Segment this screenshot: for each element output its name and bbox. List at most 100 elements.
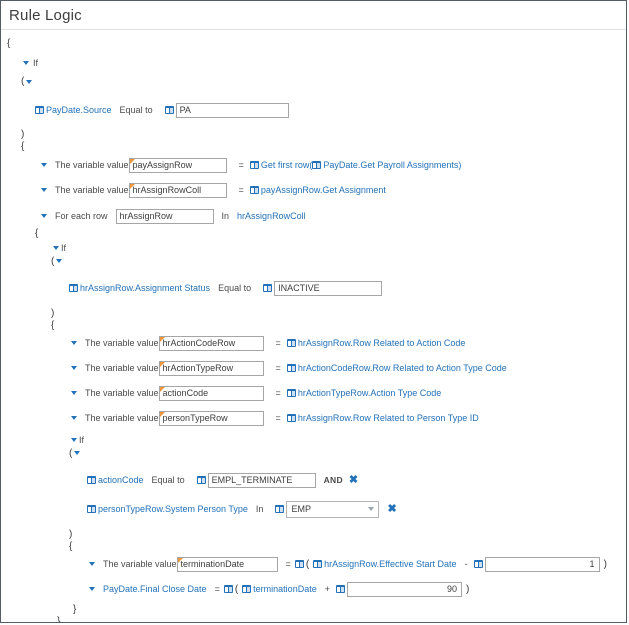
condition-value-input[interactable]: EMPL_TERMINATE	[207, 472, 316, 488]
assignment-row: The variable value actionCode = hrAction…	[1, 382, 626, 404]
operand-token[interactable]: terminationDate	[253, 584, 317, 594]
in-keyword: In	[221, 211, 230, 221]
assignment-row: The variable value hrActionTypeRow = hrA…	[1, 357, 626, 379]
expression-prefix[interactable]: Get first row(	[260, 160, 313, 170]
equals-sign: =	[238, 185, 244, 195]
loop-collection[interactable]: hrAssignRowColl	[237, 211, 306, 221]
operand-value-input[interactable]: 90	[346, 581, 462, 597]
condition-field[interactable]: personTypeRow.System Person Type	[98, 504, 248, 514]
close-paren: )	[603, 558, 607, 570]
token-icon	[294, 560, 304, 568]
collapse-caret-icon[interactable]	[89, 562, 95, 566]
condition-value-select[interactable]: EMP	[286, 500, 380, 518]
condition-value-input[interactable]: INACTIVE	[274, 280, 383, 296]
expression-suffix: )	[458, 160, 462, 170]
assignment-label: The variable value	[85, 338, 159, 348]
condition-operator[interactable]: Equal to	[119, 105, 153, 115]
assignment-variable-input[interactable]: hrActionTypeRow	[158, 360, 264, 376]
condition-group-caret-icon[interactable]	[26, 79, 33, 84]
operand-value-input[interactable]: 1	[484, 556, 600, 572]
equals-sign: =	[275, 413, 281, 423]
if-keyword: If	[33, 57, 39, 68]
condition-operator[interactable]: Equal to	[218, 283, 252, 293]
condition-value-input[interactable]: PA	[175, 102, 289, 118]
collapse-caret-icon[interactable]	[71, 341, 77, 345]
equals-sign: =	[275, 338, 281, 348]
token-icon	[69, 284, 78, 292]
condition-field[interactable]: actionCode	[98, 475, 144, 485]
token-icon	[312, 161, 322, 169]
expression-token[interactable]: hrActionTypeRow.Action Type Code	[297, 388, 442, 398]
expression-token[interactable]: PayDate.Get Payroll Assignments	[323, 160, 459, 170]
loop-row-variable-input[interactable]: hrAssignRow	[115, 208, 214, 224]
assignment-variable-input[interactable]: personTypeRow	[158, 410, 264, 426]
condition-group-caret-icon[interactable]	[74, 451, 81, 455]
collapse-caret-icon[interactable]	[71, 391, 77, 395]
condition-group-caret-icon[interactable]	[56, 259, 63, 263]
assignment-label: The variable value	[85, 388, 159, 398]
collapse-caret-icon[interactable]	[71, 437, 77, 442]
paren-open-inner: (	[1, 254, 626, 268]
close-paren: )	[465, 583, 470, 595]
panel-header: Rule Logic	[1, 1, 626, 30]
brace-open-root: {	[7, 37, 11, 49]
condition-field[interactable]: PayDate.Source	[46, 105, 112, 115]
brace-close-innermost-if: }	[73, 604, 77, 615]
collapse-caret-icon[interactable]	[71, 416, 77, 420]
brace-open-inner-if: {	[51, 319, 55, 331]
assignment-row: The variable value hrAssignRowColl = pay…	[1, 179, 626, 201]
assignment-label: The variable value	[55, 185, 129, 195]
condition-operator[interactable]: In	[255, 504, 264, 514]
assignment-variable-input[interactable]: hrAssignRowColl	[128, 182, 227, 198]
delete-condition-icon[interactable]: ✖	[387, 502, 397, 515]
assignment-variable-input[interactable]: actionCode	[158, 385, 264, 401]
if-statement-inner[interactable]: If	[1, 241, 626, 254]
paren-open-innermost: (	[1, 446, 626, 460]
condition-operator[interactable]: Equal to	[151, 475, 185, 485]
condition-field[interactable]: hrAssignRow.Assignment Status	[80, 283, 211, 293]
condition-assignment-status: hrAssignRow.Assignment Status Equal to I…	[1, 277, 626, 299]
expression-token[interactable]: hrAssignRow.Row Related to Person Type I…	[297, 413, 479, 423]
condition-action-code: actionCode Equal to EMPL_TERMINATE AND ✖	[1, 469, 626, 491]
collapse-caret-icon[interactable]	[71, 366, 77, 370]
condition-person-type: personTypeRow.System Person Type In EMP …	[1, 498, 626, 520]
token-icon	[249, 161, 259, 169]
paren-close-root: )	[21, 128, 25, 140]
if-statement-root[interactable]: If	[1, 53, 626, 72]
token-icon	[275, 505, 285, 513]
paren-close-inner: )	[51, 307, 55, 319]
collapse-caret-icon[interactable]	[41, 214, 47, 218]
calculation-target[interactable]: PayDate.Final Close Date	[103, 584, 207, 594]
operand-token[interactable]: hrAssignRow.Effective Start Date	[324, 559, 457, 569]
assignment-label: The variable value	[103, 559, 177, 569]
paren-close-innermost: )	[69, 528, 73, 540]
token-icon	[242, 585, 252, 593]
expression-token[interactable]: payAssignRow.Get Assignment	[260, 185, 386, 195]
token-icon	[87, 505, 96, 513]
collapse-caret-icon[interactable]	[41, 163, 47, 167]
expression-token[interactable]: hrAssignRow.Row Related to Action Code	[297, 338, 466, 348]
expression-token[interactable]: hrActionCodeRow.Row Related to Action Ty…	[297, 363, 507, 373]
paren-open-root: (	[1, 72, 626, 91]
assignment-variable-input[interactable]: payAssignRow	[128, 157, 227, 173]
token-icon	[87, 476, 96, 484]
brace-close-inner-if: }	[57, 616, 61, 623]
token-icon	[196, 476, 206, 484]
equals-sign: =	[275, 388, 281, 398]
token-icon	[35, 106, 44, 114]
select-value: EMP	[291, 503, 311, 514]
condition-paydate-source: PayDate.Source Equal to PA	[1, 99, 626, 121]
assignment-variable-input[interactable]: terminationDate	[176, 556, 278, 572]
collapse-caret-icon[interactable]	[23, 60, 29, 65]
collapse-caret-icon[interactable]	[53, 245, 59, 250]
token-icon	[249, 186, 259, 194]
calculation-termination-date: The variable value terminationDate = ( h…	[1, 553, 626, 575]
assignment-variable-input[interactable]: hrActionCodeRow	[158, 335, 264, 351]
collapse-caret-icon[interactable]	[89, 587, 95, 591]
token-icon	[286, 364, 296, 372]
if-statement-innermost[interactable]: If	[1, 433, 626, 446]
delete-condition-icon[interactable]: ✖	[348, 473, 359, 486]
page-title: Rule Logic	[9, 7, 82, 24]
collapse-caret-icon[interactable]	[41, 188, 47, 192]
